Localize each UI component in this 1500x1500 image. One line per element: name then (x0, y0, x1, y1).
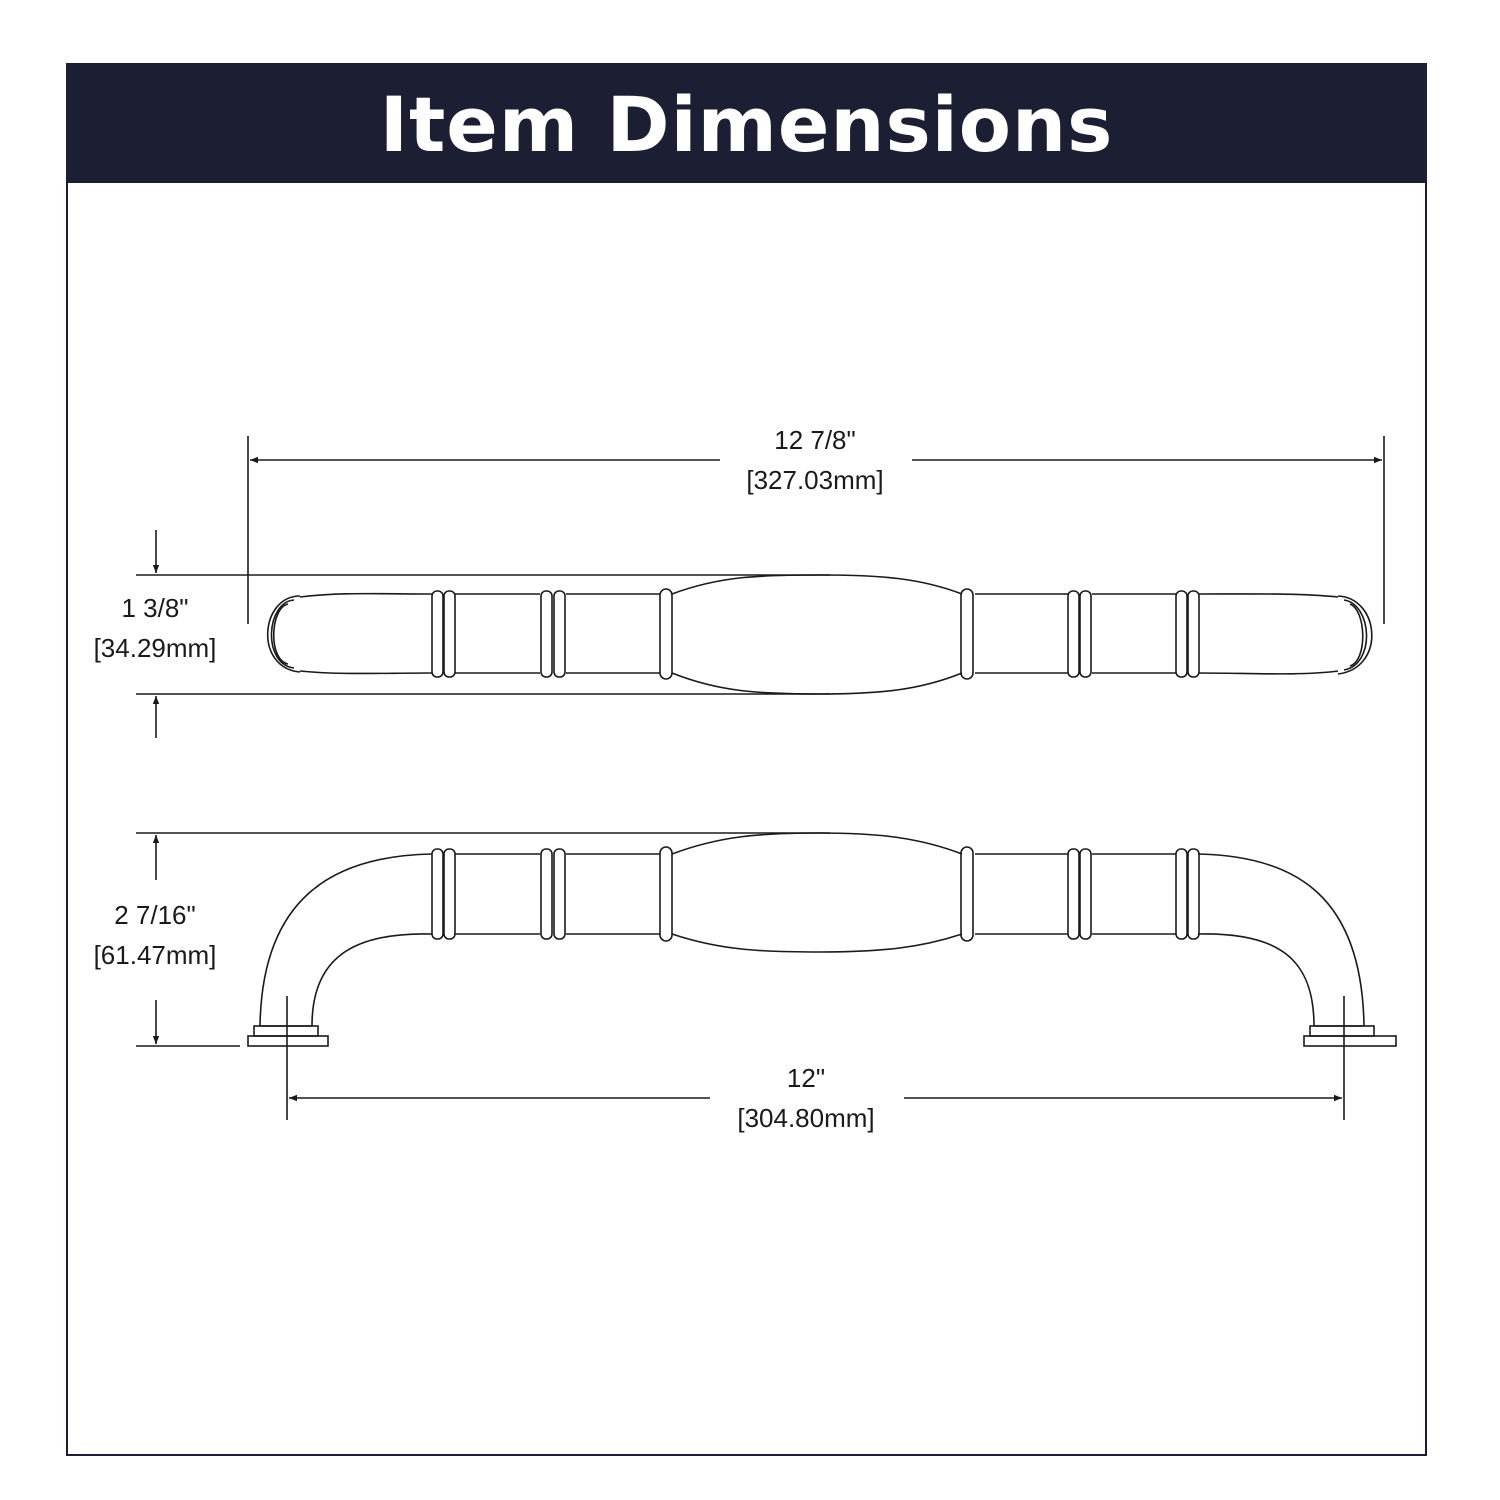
width-metric: [34.29mm] (94, 633, 217, 663)
projection-imperial: 2 7/16" (114, 900, 196, 930)
handle-top-view (266, 574, 1373, 695)
center-to-center-imperial: 12" (787, 1063, 825, 1093)
width-dimension-lines (136, 530, 830, 738)
center-to-center-metric: [304.80mm] (737, 1103, 874, 1133)
handle-side-view (247, 832, 1397, 1047)
title-banner: Item Dimensions (68, 65, 1425, 183)
projection-dimension-lines (136, 832, 830, 1047)
center-to-center-dimension-lines (286, 996, 1345, 1120)
overall-length-metric: [327.03mm] (746, 465, 883, 495)
width-imperial: 1 3/8" (121, 593, 188, 623)
projection-metric: [61.47mm] (94, 940, 217, 970)
page-title: Item Dimensions (379, 79, 1114, 169)
overall-length-dimension-lines (247, 436, 1385, 624)
overall-length-imperial: 12 7/8" (774, 425, 856, 455)
diagram-frame: Item Dimensions (66, 63, 1427, 1456)
